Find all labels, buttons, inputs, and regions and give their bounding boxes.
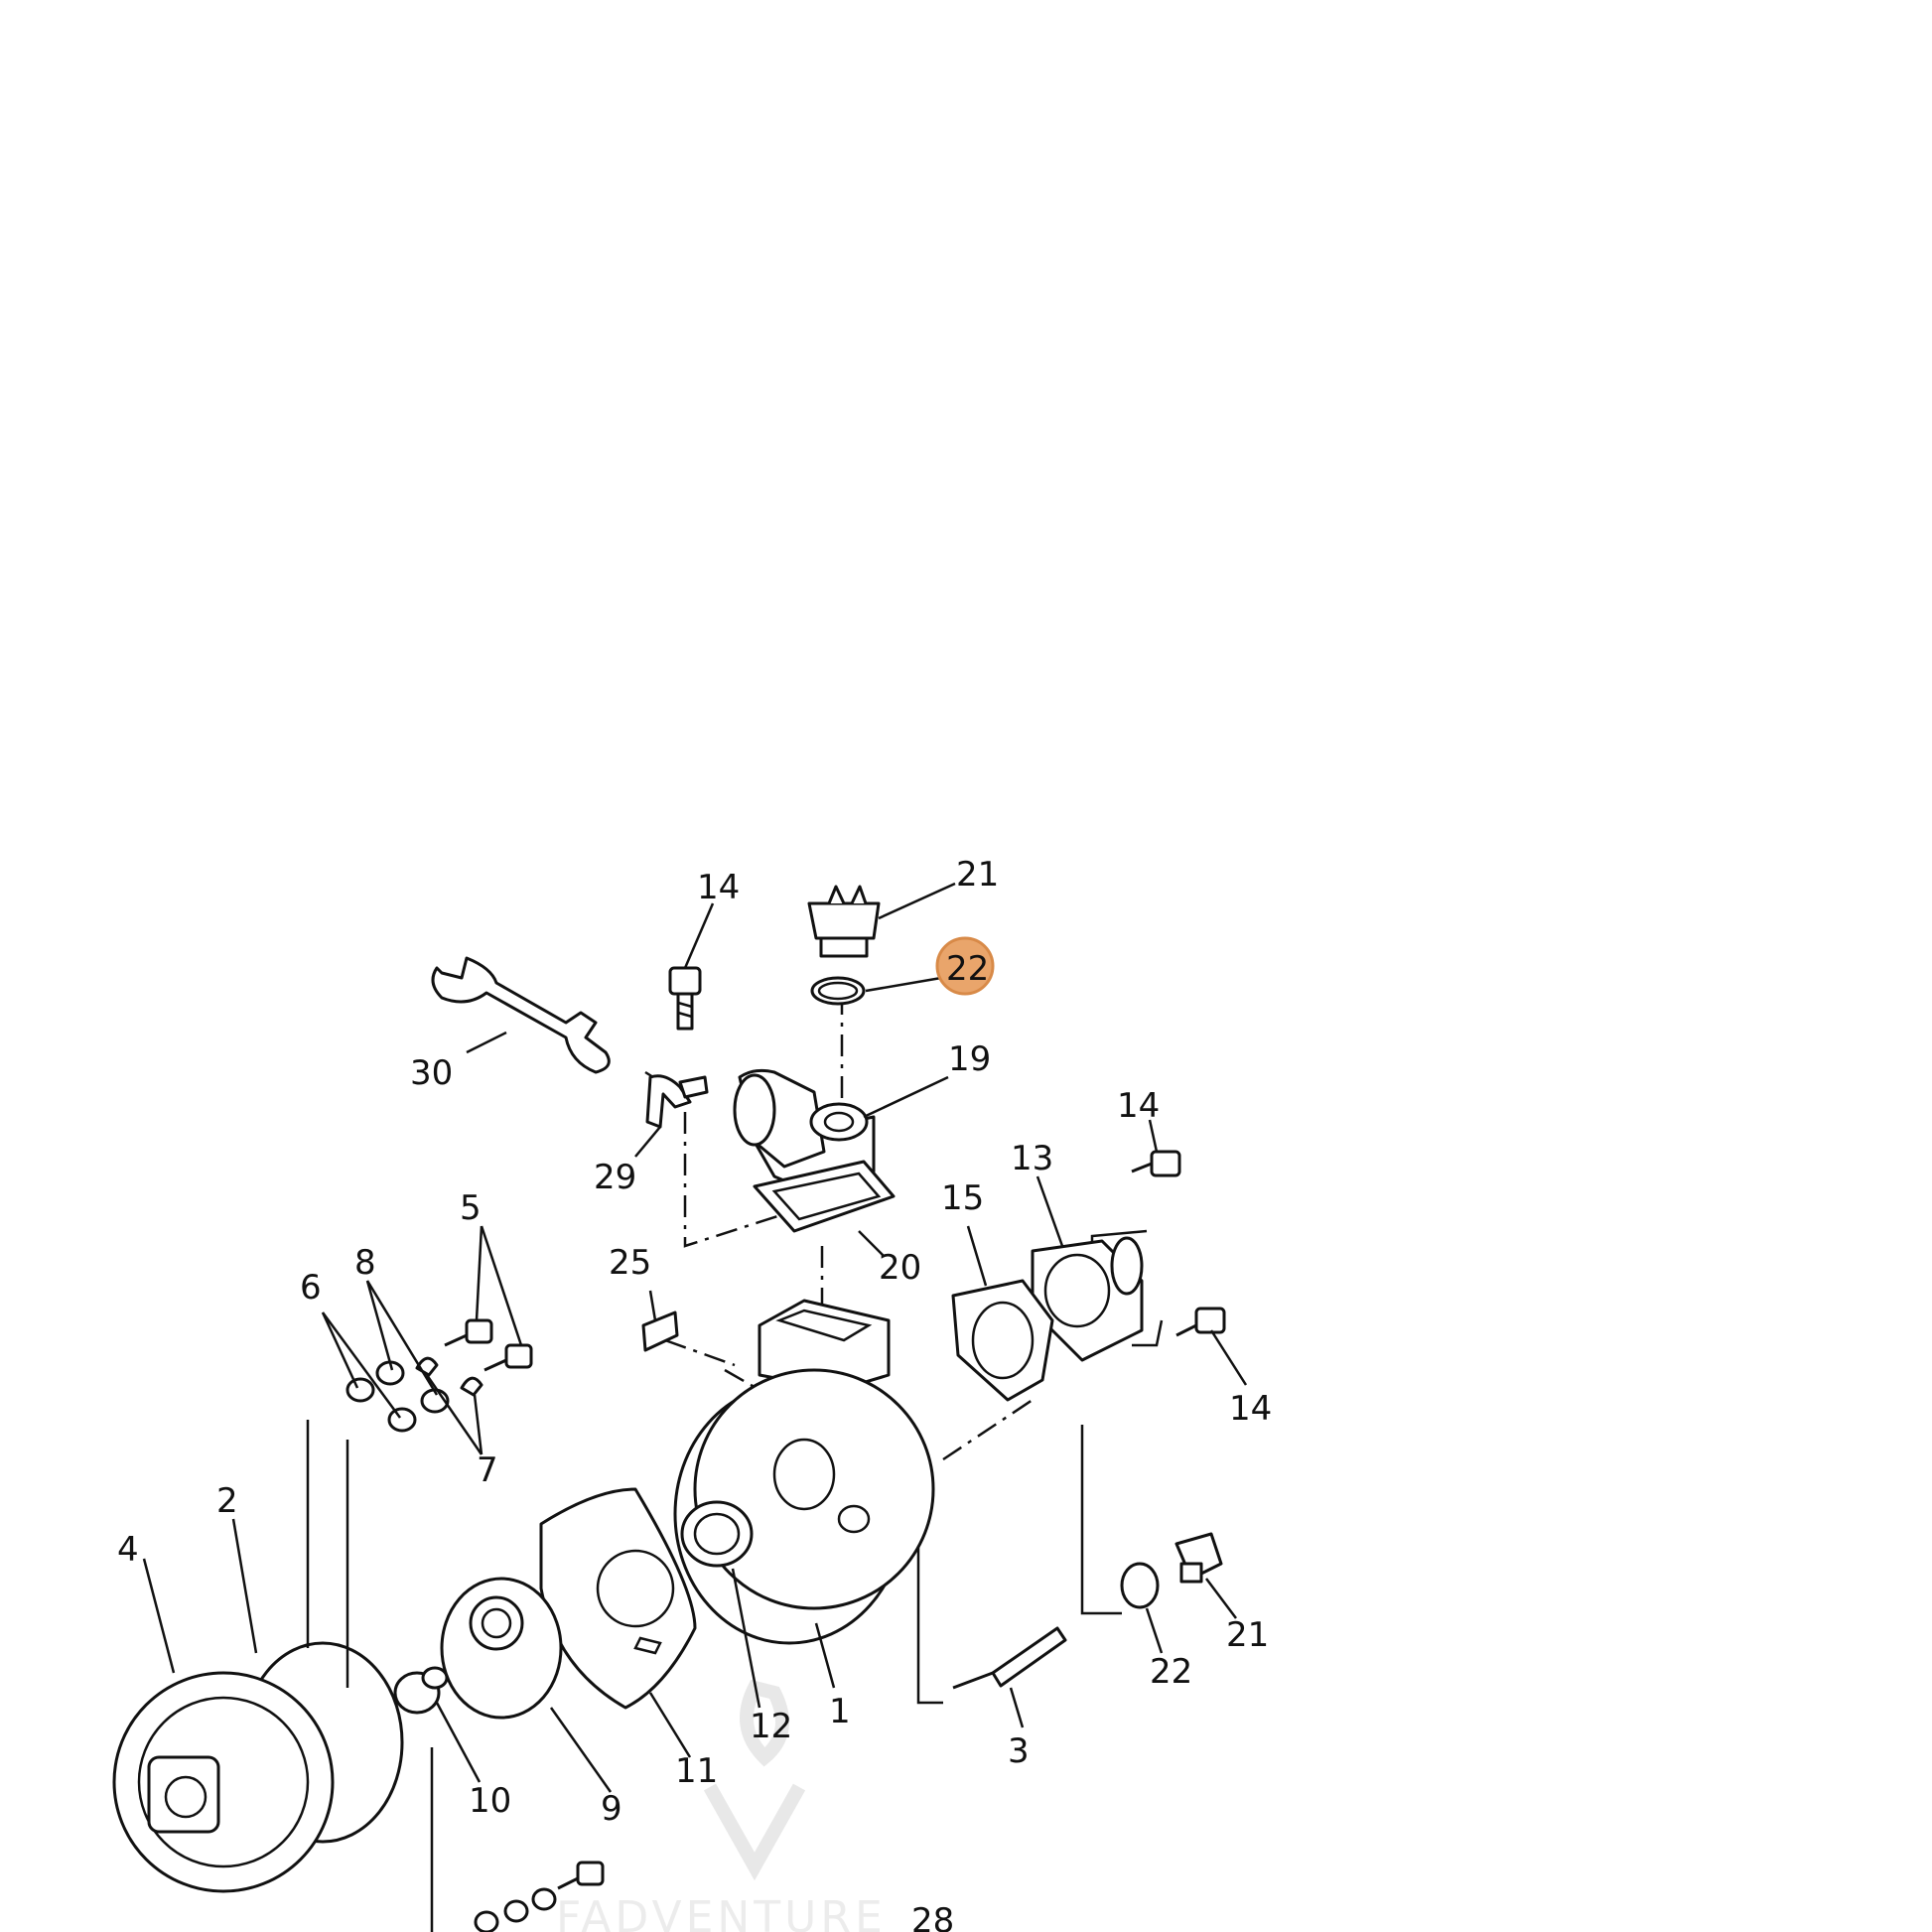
label-25: 25 (609, 1243, 651, 1283)
part-4-pump-cover (112, 1671, 335, 1893)
part-29-clamp (645, 1074, 709, 1129)
highlight-marker-22 (935, 936, 995, 996)
part-21-top-plug (807, 885, 881, 958)
label-29: 29 (594, 1158, 636, 1197)
label-10: 10 (469, 1781, 511, 1821)
part-14-side-bolt-lower (1175, 1307, 1226, 1337)
watermark-logo: FADVENTURE (556, 1679, 887, 1932)
part-12-seal (680, 1500, 754, 1568)
part-11-volute (539, 1487, 697, 1710)
part-21-bottom-plug (1174, 1532, 1223, 1584)
watermark-text: FADVENTURE (556, 1892, 887, 1932)
label-1: 1 (829, 1692, 851, 1731)
label-2: 2 (216, 1481, 238, 1521)
part-13-flange (1031, 1236, 1144, 1362)
part-9-impeller (440, 1577, 563, 1720)
part-labels: 14 21 22 30 19 14 29 13 15 5 8 6 25 20 1… (117, 855, 1272, 1932)
label-14-right-lower: 14 (1229, 1389, 1272, 1429)
label-11: 11 (675, 1751, 718, 1791)
label-13: 13 (1011, 1139, 1053, 1178)
part-bottom-hardware (474, 1861, 605, 1932)
label-20: 20 (879, 1248, 921, 1288)
leader-lines (142, 882, 1248, 1793)
label-14-right-upper: 14 (1117, 1086, 1160, 1126)
label-15: 15 (941, 1178, 984, 1218)
part-10-nut (393, 1666, 449, 1715)
label-3: 3 (1008, 1731, 1030, 1771)
label-28: 28 (911, 1901, 954, 1932)
part-22-bottom-oring (1120, 1562, 1160, 1609)
part-14-top-bolt (668, 966, 702, 1031)
part-30-wrench (431, 956, 611, 1074)
label-21-top: 21 (956, 855, 999, 895)
part-15-gasket (951, 1279, 1054, 1402)
label-19: 19 (948, 1039, 991, 1079)
label-30: 30 (410, 1053, 453, 1093)
label-7: 7 (477, 1450, 498, 1490)
part-8-washers (375, 1360, 450, 1414)
part-6-washers (345, 1377, 417, 1433)
label-12: 12 (750, 1707, 792, 1746)
label-14-top: 14 (697, 868, 740, 907)
part-14-side-bolt-upper (1131, 1150, 1181, 1177)
part-25-label (641, 1311, 679, 1352)
label-22-top[interactable]: 22 (946, 949, 989, 989)
label-4: 4 (117, 1530, 139, 1570)
label-5: 5 (460, 1188, 482, 1228)
label-21-bottom: 21 (1226, 1615, 1269, 1655)
part-22-top-oring-inner (817, 981, 859, 1001)
label-8: 8 (354, 1243, 376, 1283)
label-9: 9 (601, 1789, 622, 1829)
part-1-pump-housing (673, 1299, 935, 1645)
part-5-bolts (444, 1318, 533, 1372)
label-22-bottom: 22 (1150, 1652, 1192, 1692)
part-20-gasket (753, 1160, 896, 1233)
part-3-shaft (952, 1626, 1067, 1690)
label-6: 6 (300, 1268, 322, 1308)
